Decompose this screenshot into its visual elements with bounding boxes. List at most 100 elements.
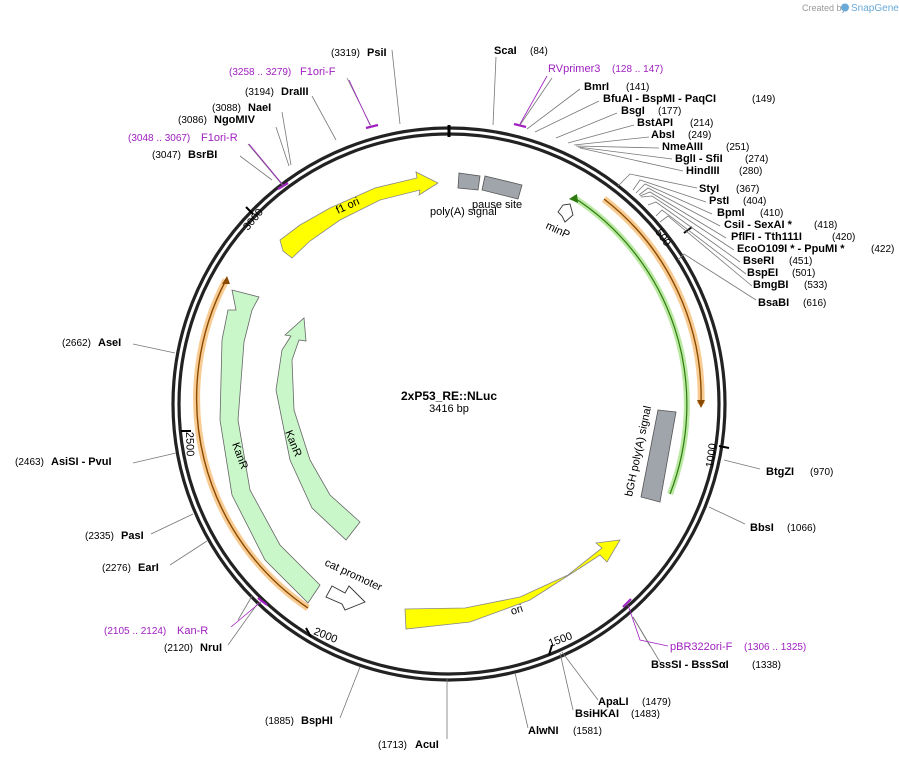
enzyme-NgoMIV: NgoMIV: [214, 114, 256, 126]
pause-site-feature: [481, 175, 523, 200]
tick-label-1000: 1000: [704, 443, 719, 469]
enzyme-BpmI: BpmI: [717, 207, 745, 219]
enzyme-HindIII: HindIII: [686, 165, 720, 177]
tick-label-2500: 2500: [183, 432, 196, 457]
leader-lines: [132, 49, 761, 739]
enzyme-pos-CsiI: (418): [814, 220, 837, 231]
enzyme-pos-HindIII: (280): [739, 166, 762, 177]
enzyme-pos-NmeAIII: (251): [726, 142, 749, 153]
enzyme-BssSI: BssSI - BssSαI: [651, 659, 729, 671]
enzyme-BsiHKAI: BsiHKAI: [575, 708, 619, 720]
enzyme-AcuI: AcuI: [415, 739, 439, 751]
primer-range-Kan-R: (2105 .. 2124): [104, 626, 166, 637]
primer-pBR322ori-F: pBR322ori-F: [670, 641, 733, 653]
cat-promoter-feature: [325, 585, 366, 611]
enzyme-NmeAIII: NmeAIII: [662, 141, 703, 153]
enzyme-ApaLI: ApaLI: [598, 696, 629, 708]
enzyme-AsiSI: AsiSI - PvuI: [51, 456, 112, 468]
enzyme-AseI: AseI: [98, 337, 121, 349]
enzyme-BfuAI: BfuAI - BspMI - PaqCI: [603, 93, 716, 105]
enzyme-StyI: StyI: [699, 183, 719, 195]
nluc-line: [572, 196, 688, 495]
enzyme-BbsI: BbsI: [750, 522, 774, 534]
kan-orf-line: [195, 279, 309, 609]
enzyme-CsiI: CsiI - SexAI *: [724, 219, 793, 231]
enzyme-BspHI: BspHI: [301, 715, 333, 727]
enzyme-BsrBI: BsrBI: [188, 149, 217, 161]
snapgene-brand: SnapGene: [851, 3, 899, 14]
primer-leaders: [230, 75, 669, 647]
enzyme-pos-BssSI: (1338): [752, 660, 781, 671]
enzyme-pos-BglI: (274): [745, 154, 768, 165]
plasmid-name: 2xP53_RE::NLuc: [401, 389, 497, 403]
enzyme-BsgI: BsgI: [621, 105, 645, 117]
primer-Kan-R: Kan-R: [177, 625, 208, 637]
enzyme-NruI: NruI: [200, 642, 222, 654]
enzyme-pos-BspEI: (501): [792, 268, 815, 279]
enzyme-pos-PflFI: (420): [832, 232, 855, 243]
enzyme-pos-BsiHKAI: (1483): [631, 709, 660, 720]
enzyme-EarI: EarI: [138, 562, 159, 574]
enzyme-pos-AseI: (2662): [62, 338, 91, 349]
enzyme-pos-BstAPI: (214): [690, 118, 713, 129]
created-by-text: Created by: [802, 3, 847, 13]
enzyme-PflFI: PflFI - Tth111I: [731, 231, 802, 243]
pause-site-label: pause site: [472, 199, 522, 211]
primer-range-pBR322ori-F: (1306 .. 1325): [744, 642, 806, 653]
enzyme-pos-ScaI: (84): [530, 46, 548, 57]
enzyme-BtgZI: BtgZI: [766, 466, 794, 478]
primer-F1ori-F: F1ori-F: [300, 66, 336, 78]
enzyme-AlwNI: AlwNI: [528, 725, 559, 737]
enzyme-pos-BseRI: (451): [789, 256, 812, 267]
enzyme-PasI: PasI: [121, 530, 144, 542]
enzyme-pos-NgoMIV: (3086): [178, 115, 207, 126]
polyA-signal-label: poly(A) signal: [430, 206, 497, 218]
enzyme-pos-NruI: (2120): [164, 643, 193, 654]
enzyme-pos-PstI: (404): [743, 196, 766, 207]
enzyme-pos-BbsI: (1066): [787, 523, 816, 534]
enzyme-BseRI: BseRI: [743, 255, 774, 267]
enzyme-BspEI: BspEI: [747, 267, 778, 279]
enzyme-ScaI: ScaI: [494, 45, 517, 57]
enzyme-pos-AcuI: (1713): [378, 740, 407, 751]
enzyme-pos-BspHI: (1885): [265, 716, 294, 727]
orf-arrowhead-right: [697, 400, 705, 408]
enzyme-AbsI: AbsI: [651, 129, 675, 141]
primer-RVprimer3: RVprimer3: [548, 63, 600, 75]
enzyme-pos-BsrBI: (3047): [152, 150, 181, 161]
kanr-outer-feature: [219, 289, 321, 604]
bgh-polyA-feature: [640, 409, 677, 503]
primer-F1ori-R: F1ori-R: [201, 132, 238, 144]
enzyme-pos-AbsI: (249): [688, 130, 711, 141]
enzyme-pos-ApaLI: (1479): [642, 697, 671, 708]
enzyme-PstI: PstI: [709, 195, 729, 207]
polyA-signal-feature: [457, 172, 481, 191]
enzyme-BmgBI: BmgBI: [753, 279, 788, 291]
enzyme-DraIII: DraIII: [281, 86, 309, 98]
enzyme-BsaBI: BsaBI: [758, 297, 789, 309]
enzyme-pos-StyI: (367): [736, 184, 759, 195]
ori-label: ori: [509, 603, 524, 618]
kanr-inner-feature: [275, 317, 361, 541]
enzyme-pos-BmrI: (141): [626, 82, 649, 93]
f1-ori-feature: [279, 171, 439, 259]
enzyme-BglI: BglI - SfiI: [675, 153, 723, 165]
snapgene-logo-icon: [841, 3, 849, 12]
primer-range-F1ori-R: (3048 .. 3067): [128, 133, 190, 144]
enzyme-PsiI: PsiI: [367, 47, 387, 59]
enzyme-pos-PsiI: (3319): [331, 48, 360, 59]
orf-line-right: [603, 198, 702, 405]
nluc-arrowhead: [569, 194, 578, 203]
enzyme-EcoO109I: EcoO109I * - PpuMI *: [737, 243, 845, 255]
enzyme-BmrI: BmrI: [584, 81, 609, 93]
plasmid-length: 3416 bp: [429, 403, 469, 415]
enzyme-pos-BtgZI: (970): [810, 467, 833, 478]
enzyme-pos-EcoO109I: (422): [871, 244, 894, 255]
primer-range-RVprimer3: (128 .. 147): [612, 64, 663, 75]
enzyme-pos-BsaBI: (616): [803, 298, 826, 309]
minP-feature: [557, 203, 574, 223]
enzyme-NaeI: NaeI: [248, 102, 271, 114]
enzyme-pos-DraIII: (3194): [245, 87, 274, 98]
enzyme-pos-BfuAI: (149): [752, 94, 775, 105]
